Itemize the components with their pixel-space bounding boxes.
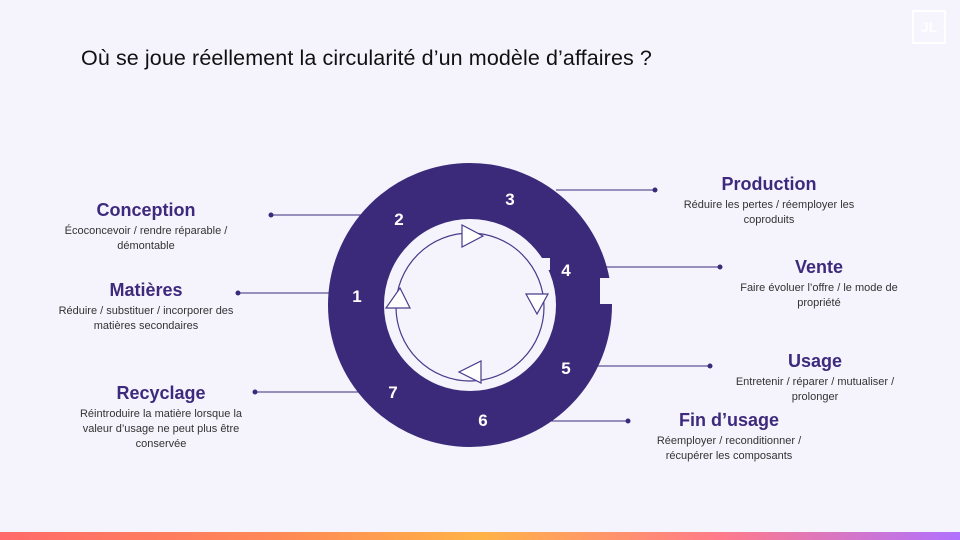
bottom-gradient-bar — [0, 532, 960, 540]
ring-gap — [540, 258, 550, 270]
stage-description: Réemployer / reconditionner / récupérer … — [656, 435, 802, 462]
step-number-3: 3 — [505, 190, 514, 209]
stage-fin-usage: Fin d’usage Réemployer / reconditionner … — [638, 409, 820, 464]
step-number-2: 2 — [394, 210, 403, 229]
stage-usage: Usage Entretenir / réparer / mutualiser … — [722, 350, 908, 405]
stage-description: Écoconcevoir / rendre réparable / démont… — [64, 225, 228, 252]
stage-title: Fin d’usage — [678, 410, 779, 430]
inner-arrow-circle — [395, 232, 545, 382]
connector-dot — [235, 290, 241, 296]
connector-dot — [268, 212, 274, 218]
step-number-1: 1 — [352, 287, 361, 306]
stage-conception: Conception Écoconcevoir / rendre réparab… — [52, 199, 240, 254]
arrow-head-icon — [524, 293, 550, 316]
stage-title: Matières — [109, 280, 183, 300]
step-number-6: 6 — [478, 411, 487, 430]
step-number-5: 5 — [561, 359, 570, 378]
connector-dot — [252, 389, 258, 395]
stage-description: Faire évoluer l’offre / le mode de propr… — [740, 282, 898, 309]
connector-dot — [652, 187, 658, 193]
stage-description: Réduire / substituer / incorporer des ma… — [58, 305, 234, 332]
cycle-ring — [328, 163, 612, 447]
stage-title: Recyclage — [116, 383, 206, 403]
ring-gap — [600, 278, 614, 304]
stage-vente: Vente Faire évoluer l’offre / le mode de… — [727, 256, 911, 311]
arrow-head-icon — [461, 224, 485, 248]
stage-title: Conception — [96, 200, 196, 220]
stage-title: Production — [721, 174, 817, 194]
stage-title: Usage — [787, 351, 843, 371]
stage-recyclage: Recyclage Réintroduire la matière lorsqu… — [66, 382, 256, 452]
stage-description: Réduire les pertes / réemployer les copr… — [683, 199, 855, 226]
connector-dot — [707, 363, 713, 369]
stage-description: Réintroduire la matière lorsque la valeu… — [79, 408, 243, 450]
step-number-7: 7 — [388, 383, 397, 402]
connector-dot — [625, 418, 631, 424]
connector-dot — [717, 264, 723, 270]
stage-title: Vente — [794, 257, 844, 277]
stage-production: Production Réduire les pertes / réemploy… — [670, 173, 868, 228]
arrow-head-icon — [384, 286, 411, 309]
arrow-head-icon — [457, 360, 482, 384]
stage-description: Entretenir / réparer / mutualiser / prol… — [735, 376, 895, 403]
logo: JL — [912, 10, 946, 44]
page-title: Où se joue réellement la circularité d’u… — [81, 46, 652, 70]
stage-matieres: Matières Réduire / substituer / incorpor… — [52, 279, 240, 334]
step-number-4: 4 — [561, 261, 571, 280]
